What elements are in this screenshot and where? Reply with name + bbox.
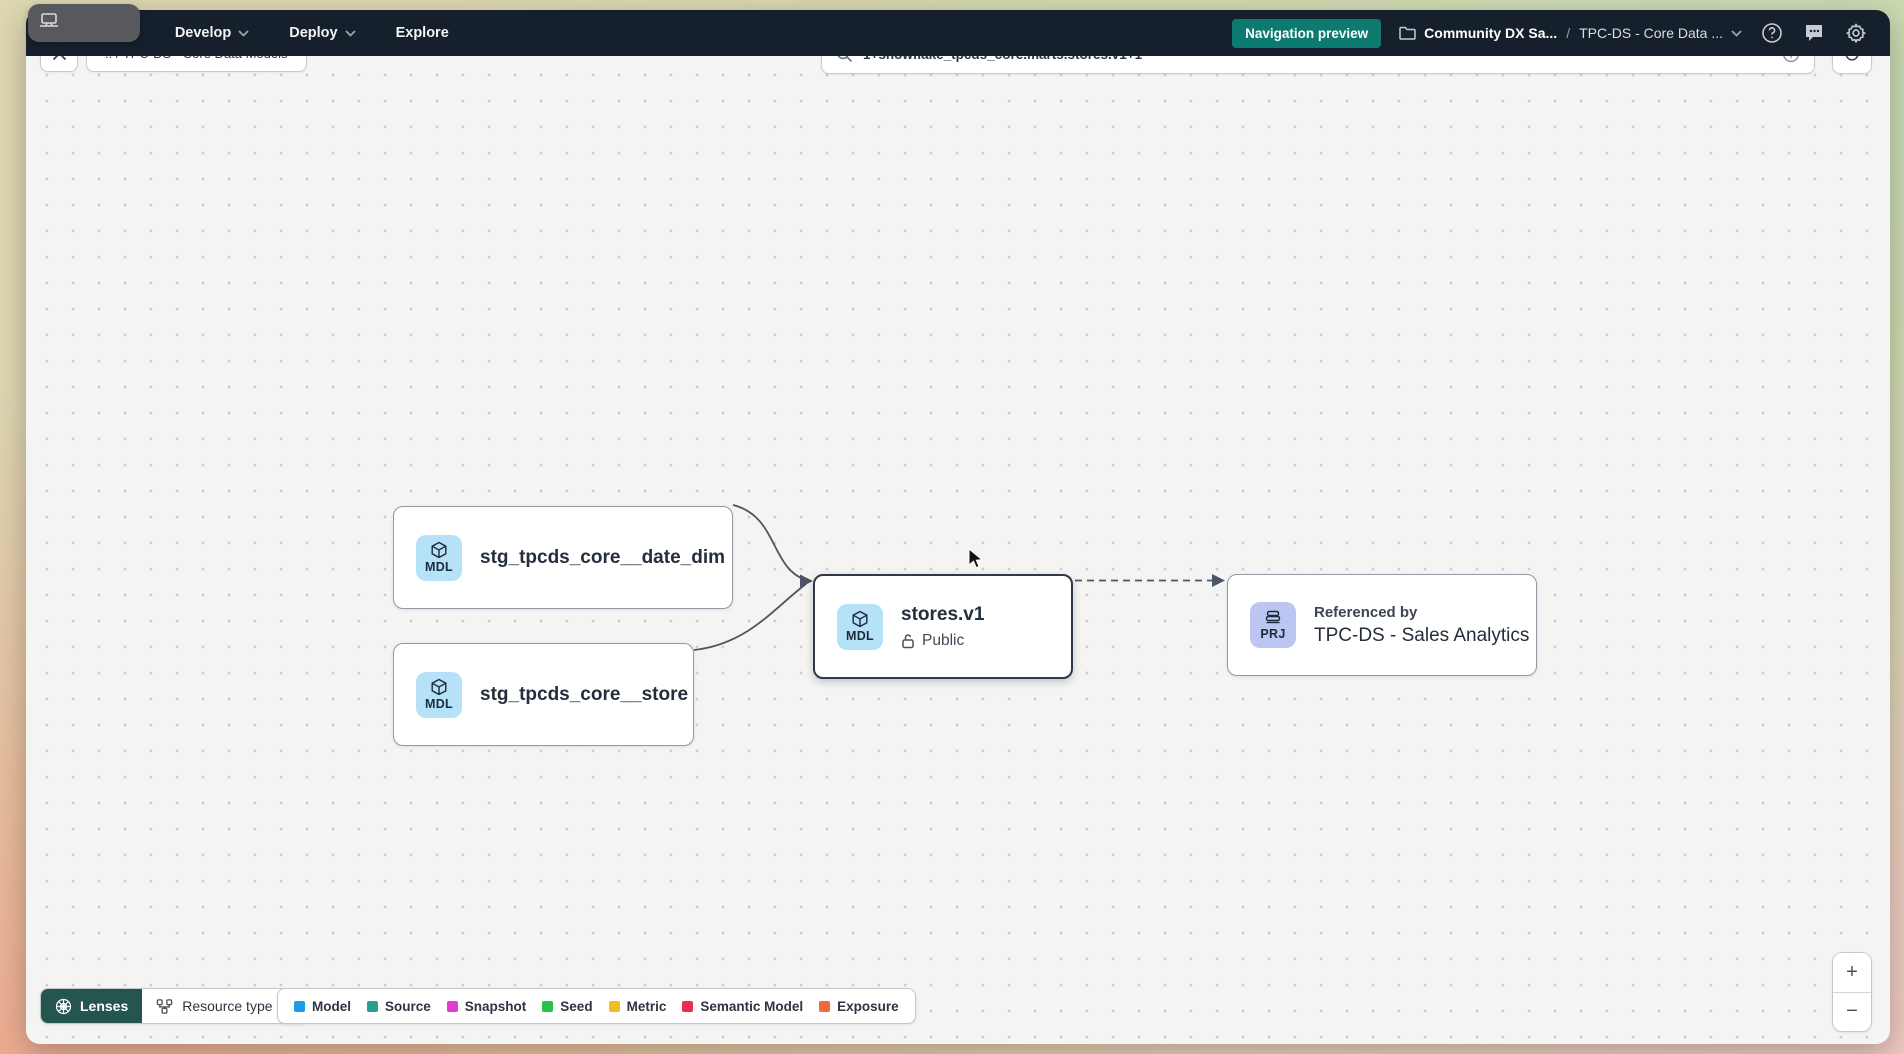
node-stg-tpcds-core-date-dim[interactable]: MDL stg_tpcds_core__date_dim — [393, 506, 733, 609]
menu-develop[interactable]: Develop — [175, 25, 249, 41]
model-badge: MDL — [416, 671, 462, 718]
lenses-control-group: Lenses Resource type — [40, 988, 309, 1024]
node-stg-tpcds-core-store[interactable]: MDL stg_tpcds_core__store — [393, 643, 694, 746]
referenced-by-label: Referenced by — [1314, 603, 1418, 621]
access-row: Public — [901, 632, 984, 650]
screen-share-indicator[interactable] — [28, 4, 140, 42]
legend-item: Metric — [608, 999, 666, 1014]
lens-icon — [55, 998, 72, 1014]
legend-swatch — [367, 1000, 378, 1012]
legend-item: Seed — [542, 999, 593, 1014]
lineage-canvas[interactable]: MDL stg_tpcds_core__date_dim MDL stg_tpc… — [26, 56, 1890, 1044]
legend-item: Snapshot — [446, 999, 526, 1014]
legend-item: Exposure — [819, 999, 899, 1014]
breadcrumb-project[interactable]: TPC-DS - Core Data ... — [1579, 25, 1742, 41]
node-label: stg_tpcds_core__date_dim — [480, 546, 725, 568]
archive-icon — [1265, 610, 1281, 623]
access-label: Public — [922, 631, 965, 649]
app-window: dbt Develop Deploy Explore Navigation pr… — [26, 10, 1890, 1044]
zoom-in-button[interactable]: + — [1833, 953, 1871, 993]
navigation-preview-badge[interactable]: Navigation preview — [1232, 18, 1382, 48]
breadcrumb-separator: / — [1566, 25, 1571, 41]
menu-explore[interactable]: Explore — [395, 25, 449, 41]
mouse-cursor — [968, 547, 986, 575]
model-badge: MDL — [416, 534, 462, 581]
legend-swatch — [446, 1000, 458, 1012]
cube-icon — [431, 678, 447, 696]
legend: Model Source Snapshot Seed Metric Semantic Mo… — [277, 988, 916, 1024]
zoom-controls: + − — [1832, 952, 1872, 1032]
main-menu: Develop Deploy Explore — [175, 25, 449, 41]
zoom-out-button[interactable]: − — [1833, 992, 1871, 1031]
model-badge: MDL — [837, 603, 883, 650]
breadcrumb-account[interactable]: Community DX Sa... — [1399, 25, 1557, 41]
node-referenced-by-project[interactable]: PRJ Referenced by TPC-DS - Sales Analyti… — [1227, 574, 1537, 676]
legend-swatch — [608, 1000, 620, 1012]
laptop-icon — [38, 12, 60, 35]
legend-swatch — [819, 1000, 831, 1012]
menu-deploy[interactable]: Deploy — [289, 25, 356, 41]
feedback-icon[interactable] — [1802, 21, 1826, 45]
chevron-down-icon — [1731, 29, 1742, 37]
folder-icon — [1399, 26, 1416, 40]
cube-icon — [852, 610, 868, 628]
hierarchy-icon — [157, 998, 173, 1014]
legend-item: Source — [367, 999, 431, 1014]
legend-swatch — [294, 1000, 305, 1012]
chevron-down-icon — [238, 29, 249, 37]
project-name: TPC-DS - Sales Analytics — [1314, 624, 1530, 646]
breadcrumb: Community DX Sa... / TPC-DS - Core Data … — [1399, 25, 1742, 41]
top-navbar: dbt Develop Deploy Explore Navigation pr… — [26, 10, 1890, 56]
legend-swatch — [542, 1000, 554, 1012]
node-stores-v1[interactable]: MDL stores.v1 Public — [813, 574, 1073, 679]
legend-swatch — [682, 1000, 694, 1012]
legend-item: Model — [294, 999, 351, 1014]
settings-gear-icon[interactable] — [1844, 21, 1868, 45]
lock-open-icon — [902, 633, 914, 648]
project-badge: PRJ — [1250, 602, 1296, 648]
node-label: stores.v1 — [901, 603, 985, 625]
lineage-edges — [693, 504, 1225, 651]
lenses-button[interactable]: Lenses — [41, 989, 143, 1023]
chevron-down-icon — [344, 29, 356, 37]
node-label: stg_tpcds_core__store — [480, 683, 689, 705]
legend-item: Semantic Model — [682, 999, 803, 1014]
help-icon[interactable] — [1760, 21, 1784, 45]
cube-icon — [431, 541, 447, 559]
